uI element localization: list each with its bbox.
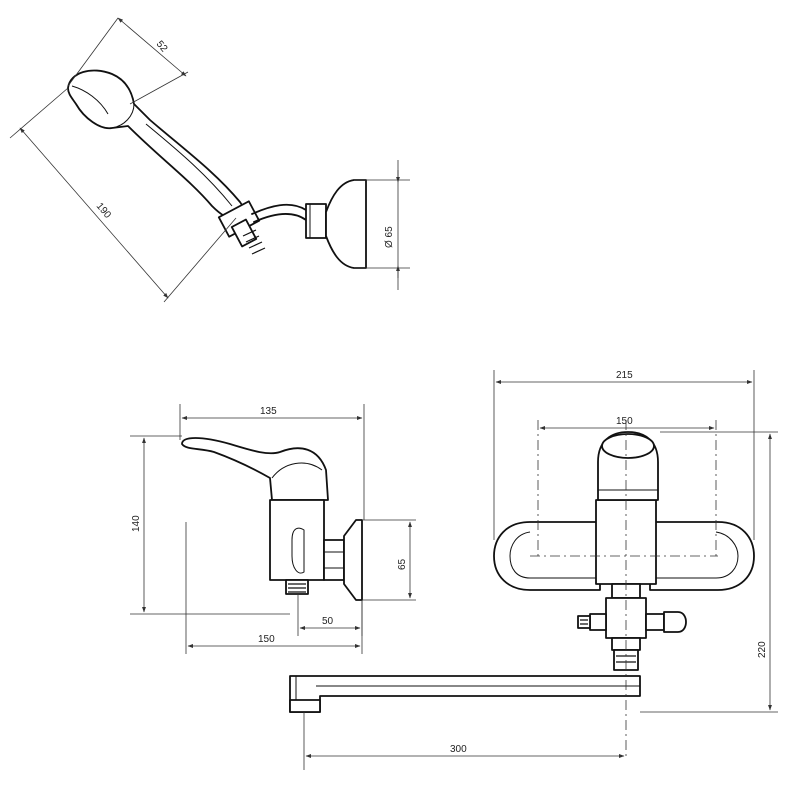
dim-label-220: 220 bbox=[757, 641, 768, 658]
dim-label-300: 300 bbox=[450, 744, 467, 755]
hand-shower-view: 52 190 Ø 65 bbox=[9, 17, 410, 303]
dimension-140: 140 bbox=[130, 435, 290, 615]
dimension-150-side: 150 bbox=[185, 522, 363, 654]
mixer-body bbox=[269, 499, 325, 581]
hand-shower bbox=[67, 69, 245, 220]
mixer-front-view: 215 150 220 300 bbox=[289, 370, 778, 770]
wall-holder bbox=[305, 179, 367, 269]
dimension-50: 50 bbox=[297, 594, 363, 636]
mixer-right-arm bbox=[649, 521, 755, 591]
dimension-135: 135 bbox=[179, 404, 365, 520]
mixer-left-arm bbox=[493, 521, 601, 591]
mixer-lever bbox=[181, 437, 329, 501]
dim-label-135: 135 bbox=[260, 406, 277, 417]
dimension-65: 65 bbox=[362, 519, 416, 601]
mixer-flange bbox=[343, 519, 363, 601]
dim-label-50: 50 bbox=[322, 616, 334, 627]
dimension-215: 215 bbox=[493, 370, 755, 540]
dim-label-diameter-65: Ø 65 bbox=[384, 226, 395, 248]
dimension-diameter-65: Ø 65 bbox=[354, 160, 410, 290]
mixer-spout bbox=[289, 675, 641, 713]
dim-label-215: 215 bbox=[616, 370, 633, 381]
hose-connector bbox=[217, 200, 307, 255]
mixer-nut bbox=[323, 539, 345, 581]
dim-label-190: 190 bbox=[94, 201, 113, 221]
dim-label-65: 65 bbox=[397, 558, 408, 570]
dim-label-140: 140 bbox=[131, 515, 142, 532]
dim-label-52: 52 bbox=[154, 39, 170, 55]
dimension-220: 220 bbox=[640, 431, 778, 713]
mixer-side-view: 135 140 65 50 150 bbox=[130, 404, 416, 654]
dim-label-150-front: 150 bbox=[616, 416, 633, 427]
dimension-300: 300 bbox=[303, 712, 625, 770]
dimension-150-front: 150 bbox=[539, 416, 715, 430]
dim-label-150-side: 150 bbox=[258, 634, 275, 645]
